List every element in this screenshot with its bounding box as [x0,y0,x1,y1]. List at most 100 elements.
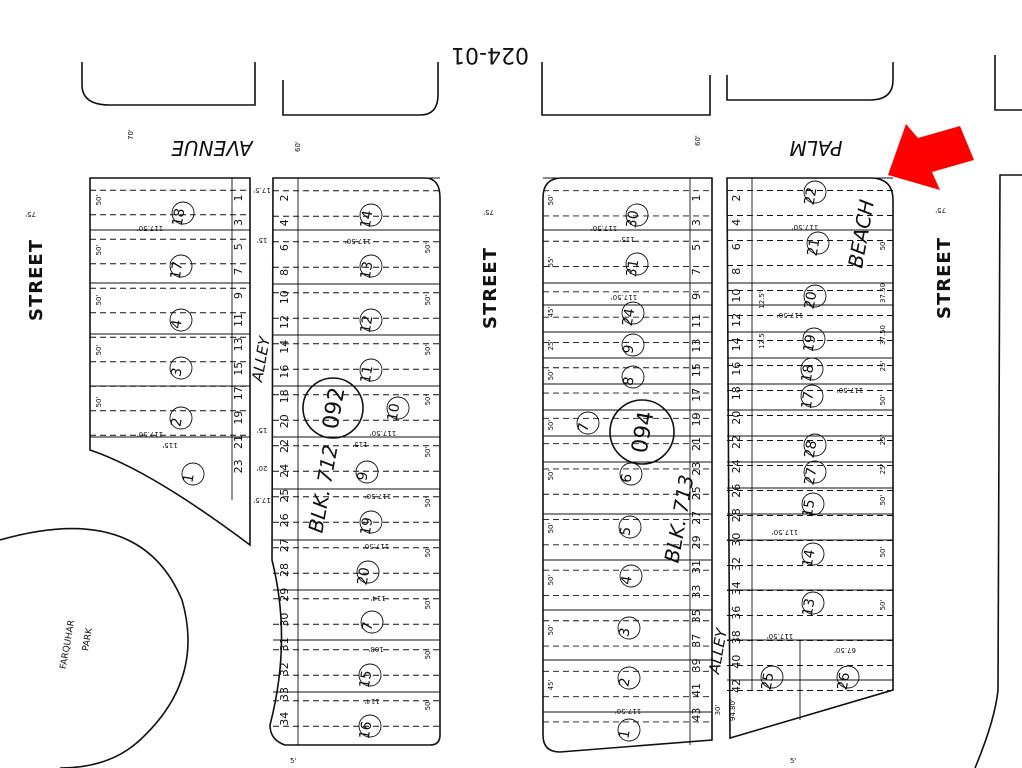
parcel-number: 25 [759,671,778,691]
lot-number: 12 [730,313,743,327]
parcel-number-circle [802,327,826,351]
parcel-number-circle [621,365,645,389]
lot-number: 21 [232,435,245,449]
lot-number: 26 [278,513,291,527]
lot-number: 16 [730,362,743,376]
top-block-2 [282,62,439,116]
lot-number: 17 [690,388,703,402]
lot-number: 4 [730,219,743,226]
parcel-number: 3 [616,627,633,639]
dimension: 117.50' [363,542,389,550]
lot-number: 6 [278,244,291,251]
dimension: 37.50 [879,325,887,345]
parcel-number-circle [386,396,410,420]
parcel-number-circle [621,301,645,325]
block-713-lot-labels: 1357911131517192123252729313335373941433… [547,180,887,742]
lot-number: 2 [278,195,291,202]
lot-number: 43 [690,708,703,722]
parcel-number-circle [801,542,825,566]
parcel-number: 20 [355,566,374,586]
lot-number: 10 [730,289,743,303]
dimension: 50' [879,495,887,506]
dimension: 45' [547,307,555,318]
dimension: 25' [879,361,887,372]
dimension: 117.50' [591,224,617,232]
parcel-number: 12 [358,314,377,334]
dimension: 50' [879,600,887,611]
lot-number: 19 [232,411,245,425]
dimension: 50' [424,395,432,406]
street-label-west: STREET [26,239,47,321]
parcel-number-circle [359,254,383,278]
dimension: 50' [547,195,555,206]
lot-number: 3 [690,219,703,226]
parcel-number: 31 [624,258,643,278]
parcel-number-circle [800,357,824,381]
parcel-number: 4 [168,318,185,330]
dimension: 117.50' [615,707,641,715]
lot-number: 39 [690,658,703,672]
map-number: 024-01 [451,42,529,67]
parcel-number-circle [801,591,825,615]
parcel-number-circle [801,492,825,516]
dimension: 50' [424,243,432,254]
lot-number: 23 [690,462,703,476]
lot-number: 12 [278,315,291,329]
parcel-number: 15 [357,669,376,689]
block-712-lot-labels: 13579111315171921231817432150'50'50'50'5… [95,186,432,740]
beach-label: BEACH [843,198,879,270]
dimension: 50' [424,497,432,508]
parcel-number-circle [576,411,600,435]
parcel-number: 7 [359,621,376,633]
lot-number: 33 [690,585,703,599]
lot-number: 28 [730,508,743,522]
parcel-number-circle [617,718,641,742]
dimension: 50' [547,420,555,431]
lot-number: 18 [278,389,291,403]
dimension: 50' [547,370,555,381]
dimension: 17.5' [253,186,271,194]
lot-number: 21 [690,437,703,451]
lot-number: 5 [690,244,703,251]
dimension: 50' [879,240,887,251]
parcel-number-circle [619,564,643,588]
lot-number: 19 [690,412,703,426]
parcel-number: 21 [805,237,824,257]
lot-number: 17 [232,386,245,400]
book-page-092: 092 [319,385,351,431]
parcel-number: 1 [180,473,197,485]
dimension: 12.5' [758,291,766,309]
parcel-number: 5 [617,526,634,538]
lot-number: 13 [232,337,245,351]
top-block-5 [994,55,1022,111]
parcel-number-circle [618,515,642,539]
dimension: 50' [547,523,555,534]
parcel-number-circle [800,384,824,408]
dimension: 25' [879,464,887,475]
dimension: 20' [257,464,268,472]
parcel-number-circle [359,358,383,382]
lot-number: 4 [278,219,291,226]
lot-number: 18 [730,386,743,400]
parcel-number: 13 [358,260,377,280]
width-60-b: 60' [694,135,702,146]
dimension: 50' [424,700,432,711]
dimension: 117.50' [777,311,803,319]
dimension: 50' [95,295,103,306]
parcel-number-circle [806,231,830,255]
dimension: 50' [95,345,103,356]
parcel-number: 17 [168,260,187,280]
lot-number: 26 [730,484,743,498]
lot-number: 9 [232,292,245,299]
dimension: 55' [547,257,555,268]
palm-label: PALM [789,136,842,160]
parcel-number: 26 [835,671,854,691]
lot-number: 28 [278,563,291,577]
lot-number: 31 [690,560,703,574]
lot-number: 11 [690,314,703,328]
dimension: 50' [424,649,432,660]
lot-number: 23 [232,459,245,473]
parcel-number: 9 [620,344,637,356]
dimension: 67.50' [834,646,856,654]
